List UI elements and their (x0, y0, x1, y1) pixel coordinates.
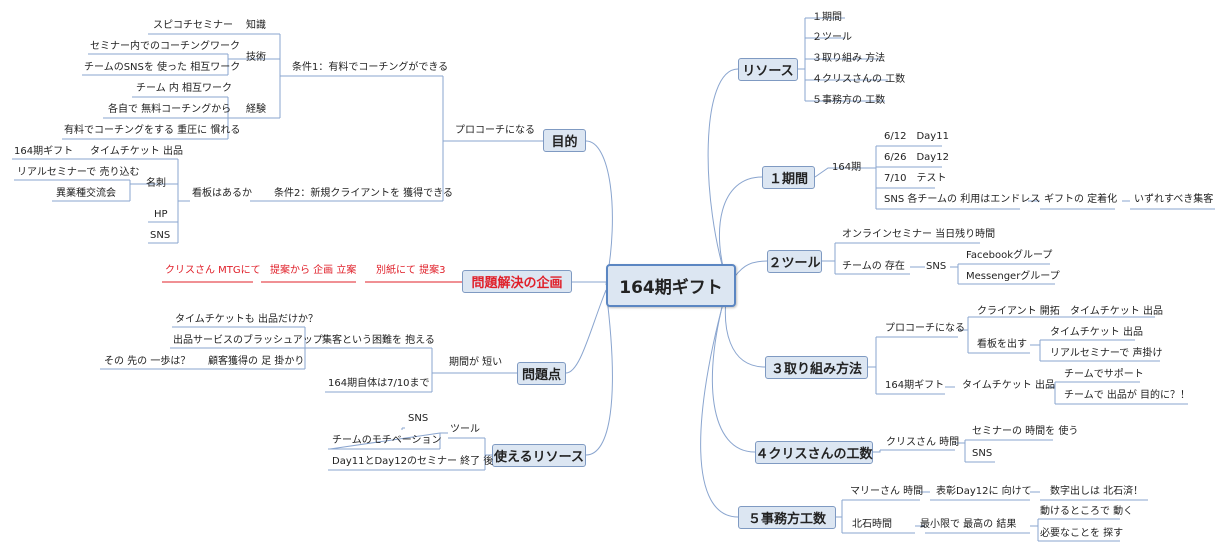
period-gift[interactable]: ギフトの 定着化 (1044, 194, 1118, 205)
tool-facebook[interactable]: Facebookグループ (966, 250, 1053, 261)
office-marie[interactable]: マリーさん 時間 (850, 486, 924, 497)
approach-sign[interactable]: 看板を出す (977, 339, 1027, 350)
purpose-exp-2[interactable]: 各自で 無料コーチングから (108, 104, 232, 115)
office-move[interactable]: 動けるところで 動く (1040, 506, 1134, 517)
purpose-hp[interactable]: HP (154, 209, 168, 220)
tool-online[interactable]: オンラインセミナー 当日残り時間 (842, 229, 996, 240)
plan-chris-mtg[interactable]: クリスさん MTGにて (165, 265, 261, 276)
usable-sns[interactable]: SNS (408, 413, 429, 424)
purpose-cond1[interactable]: 条件1：有料でコーチングができる (292, 62, 449, 73)
period-day11[interactable]: 6/12 Day11 (884, 131, 949, 142)
office-find[interactable]: 必要なことを 探す (1040, 528, 1124, 539)
issues-next[interactable]: その 先の 一歩は？ (104, 356, 191, 367)
purpose-ticket[interactable]: タイムチケット 出品 (90, 146, 183, 157)
issues-short[interactable]: 期間が 短い (449, 357, 503, 368)
purpose-skill-1[interactable]: セミナー内でのコーチングワーク (90, 41, 240, 52)
purpose-exp-3[interactable]: 有料でコーチングをする 重圧に 慣れる (64, 125, 241, 136)
plan-separate-sheet[interactable]: 別紙にて 提案3 (376, 265, 446, 276)
plan-proposal[interactable]: 提案から 企画 立案 (270, 265, 357, 276)
central-topic[interactable]: 164期ギフト (606, 264, 736, 307)
issues-foothold[interactable]: 顧客獲得の 足 掛かり (208, 356, 305, 367)
resources-item-tool[interactable]: ２ツール (812, 32, 852, 43)
topic-chris[interactable]: ４クリスさんの工数 (755, 441, 873, 464)
approach-client[interactable]: クライアント 開拓 (977, 306, 1060, 317)
issues-burden[interactable]: 集客という困難を 抱える (322, 335, 435, 346)
approach-ticket1[interactable]: タイムチケット 出品 (1070, 306, 1163, 317)
period-collect[interactable]: いずれすべき集客 (1134, 194, 1214, 205)
purpose-gift164[interactable]: 164期ギフト (14, 146, 74, 157)
period-test[interactable]: 7/10 テスト (884, 173, 947, 184)
topic-resources[interactable]: リソース (738, 58, 798, 81)
purpose-exchange[interactable]: 異業種交流会 (56, 188, 116, 199)
approach-pro[interactable]: プロコーチになる (885, 323, 965, 334)
issues-brush[interactable]: 出品サービスのブラッシュアップ (173, 335, 323, 346)
tool-messenger[interactable]: Messengerグループ (966, 271, 1060, 282)
resources-item-chris[interactable]: ４クリスさんの 工数 (812, 74, 906, 85)
topic-issues[interactable]: 問題点 (517, 362, 566, 385)
purpose-skill-2[interactable]: チームのSNSを 使った 相互ワーク (84, 62, 241, 73)
chris-use[interactable]: セミナーの 時間を 使う (972, 426, 1079, 437)
usable-motivation[interactable]: チームのモチベーション (332, 435, 442, 446)
approach-gift164[interactable]: 164期ギフト (885, 380, 945, 391)
topic-purpose[interactable]: 目的 (543, 129, 586, 152)
purpose-exp-1[interactable]: チーム 内 相互ワーク (136, 83, 233, 94)
tool-sns[interactable]: SNS (926, 261, 947, 272)
usable-tool[interactable]: ツール (450, 424, 480, 435)
office-numbers[interactable]: 数字出しは 北石済！ (1050, 486, 1144, 497)
purpose-skill[interactable]: 技術 (246, 52, 266, 63)
resources-item-office[interactable]: ５事務方の 工数 (812, 95, 886, 106)
approach-purpose-q[interactable]: チームで 出品が 目的に？！ (1064, 390, 1191, 401)
issues-until[interactable]: 164期自体は7/10まで (328, 378, 430, 389)
purpose-card[interactable]: 名刺 (146, 178, 166, 189)
tool-team[interactable]: チームの 存在 (842, 261, 905, 272)
topic-tool[interactable]: ２ツール (767, 250, 822, 273)
purpose-sign[interactable]: 看板はあるか (192, 188, 252, 199)
resources-item-period[interactable]: １期間 (812, 12, 842, 23)
approach-ticket3[interactable]: タイムチケット 出品 (962, 380, 1055, 391)
purpose-real[interactable]: リアルセミナーで 売り込む (17, 167, 140, 178)
issues-ticket-q[interactable]: タイムチケットも 出品だけか？ (175, 314, 318, 325)
usable-after[interactable]: Day11とDay12のセミナー 終了 後 (332, 456, 494, 467)
resources-item-approach[interactable]: ３取り組み 方法 (812, 53, 886, 64)
purpose-sns[interactable]: SNS (150, 230, 171, 241)
topic-problem-plan[interactable]: 問題解決の企画 (462, 270, 572, 293)
purpose-pro[interactable]: プロコーチになる (455, 125, 535, 136)
purpose-spico[interactable]: スピコチセミナー (153, 20, 233, 31)
period-day12[interactable]: 6/26 Day12 (884, 152, 949, 163)
chris-sns[interactable]: SNS (972, 448, 993, 459)
purpose-knowledge[interactable]: 知識 (246, 20, 266, 31)
approach-real[interactable]: リアルセミナーで 声掛け (1050, 348, 1163, 359)
topic-usable[interactable]: 使えるリソース (492, 444, 586, 467)
office-min[interactable]: 最小限で 最高の 結果 (920, 519, 1017, 530)
topic-approach[interactable]: ３取り組み方法 (765, 356, 868, 379)
purpose-cond2[interactable]: 条件2：新規クライアントを 獲得できる (274, 188, 453, 199)
approach-support[interactable]: チームでサポート (1064, 369, 1144, 380)
office-award[interactable]: 表彰Day12に 向けて (936, 486, 1032, 497)
purpose-exp[interactable]: 経験 (246, 104, 266, 115)
topic-period[interactable]: １期間 (762, 166, 815, 189)
approach-ticket2[interactable]: タイムチケット 出品 (1050, 327, 1143, 338)
period-sns[interactable]: SNS 各チームの 利用はエンドレス (884, 194, 1041, 205)
period-164[interactable]: 164期 (832, 162, 862, 173)
topic-office[interactable]: ５事務方工数 (738, 506, 836, 529)
chris-time[interactable]: クリスさん 時間 (886, 437, 960, 448)
office-kitaishi[interactable]: 北石時間 (852, 519, 892, 530)
